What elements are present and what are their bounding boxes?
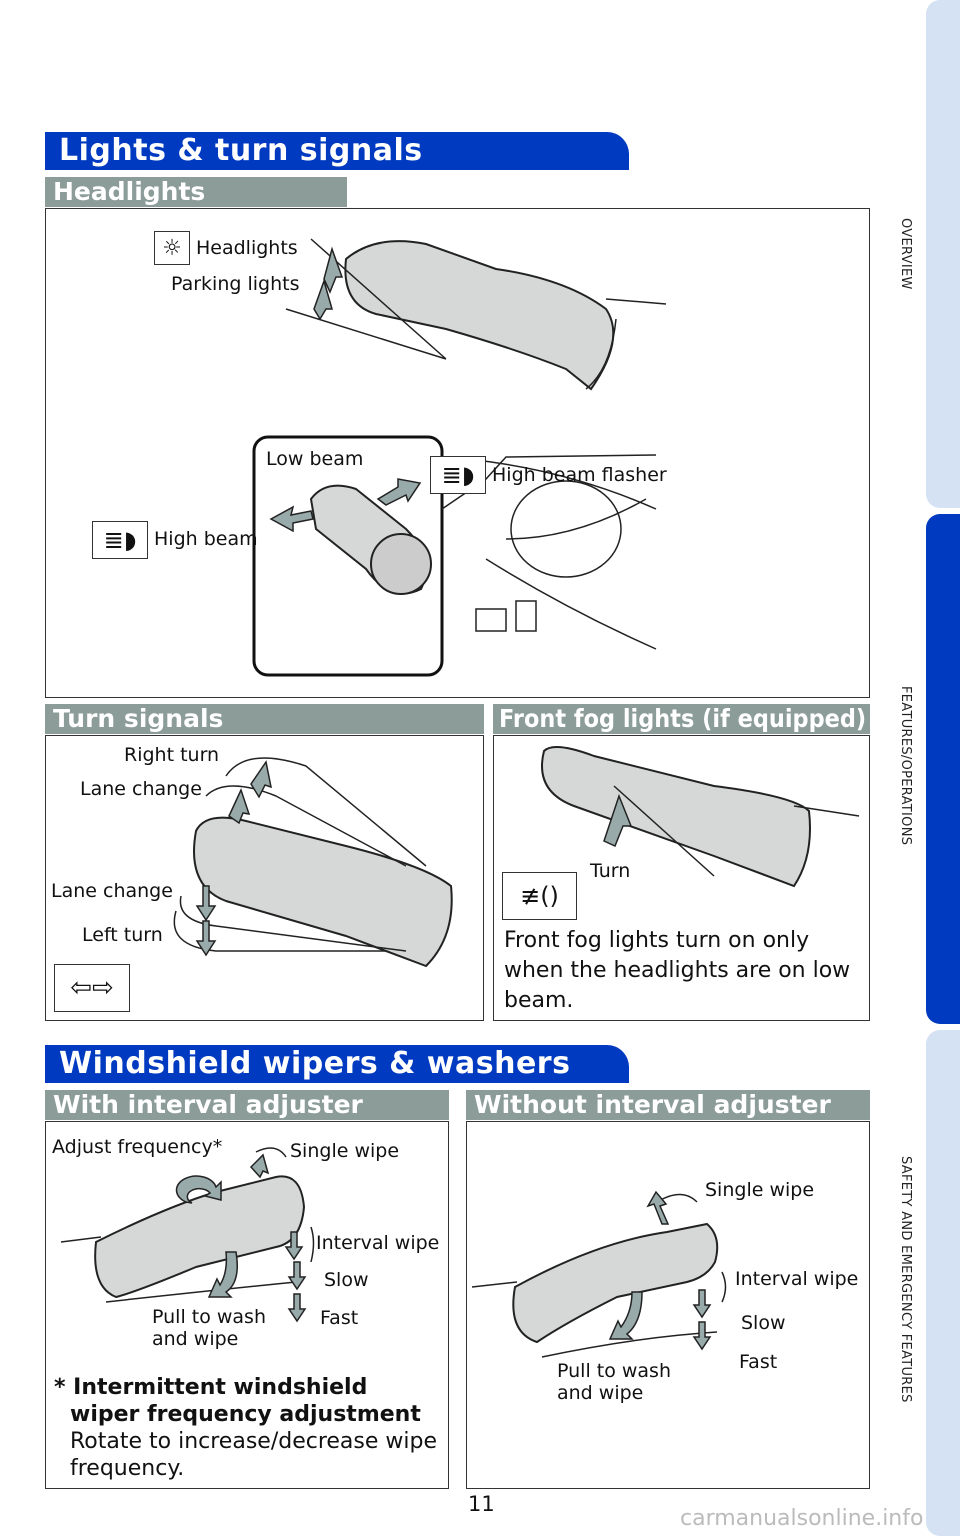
wiper-note-title: * Intermittent windshield wiper frequenc… (54, 1375, 421, 1427)
label-slow: Slow (324, 1269, 369, 1291)
label-high-beam: High beam (154, 528, 258, 550)
subsection-title-turn-signals: Turn signals (53, 704, 224, 733)
turn-signals-panel: Right turn Lane change Lane change Left … (45, 735, 484, 1021)
section-title-lights: Lights & turn signals (45, 132, 629, 170)
tab-features-operations[interactable] (926, 514, 960, 1024)
headlight-symbol-icon: ☼ (154, 231, 190, 265)
with-interval-panel: Adjust frequency* Single wipe Interval w… (45, 1121, 449, 1489)
wiper-lever-with-adjuster-illustration (60, 1147, 315, 1323)
tab-overview[interactable] (926, 0, 960, 508)
headlight-lever-illustration (252, 238, 667, 677)
label-single-wipe: Single wipe (705, 1179, 815, 1201)
watermark: carmanualsonline.info (680, 1506, 924, 1531)
subsection-title-headlights: Headlights (53, 177, 206, 206)
label-right-turn: Right turn (124, 744, 220, 766)
without-interval-panel: Single wipe Interval wipe Slow Fast Pull… (466, 1121, 870, 1489)
label-high-beam-flasher: High beam flasher (492, 464, 667, 486)
subsection-title-fog-lights: Front fog lights (if equipped) (499, 704, 867, 733)
label-pull-to-wash: Pull to wash and wipe (152, 1306, 266, 1350)
label-parking-lights: Parking lights (171, 273, 300, 295)
label-low-beam: Low beam (266, 448, 364, 470)
label-slow: Slow (741, 1312, 786, 1334)
high-beam-icon: ≣◗ (92, 521, 148, 559)
subsection-bar-headlights: Headlights (45, 177, 347, 207)
label-lane-change-down: Lane change (51, 880, 173, 902)
subsection-bar-fog-lights: Front fog lights (if equipped) (493, 704, 870, 734)
label-fast: Fast (739, 1351, 778, 1373)
headlights-panel: ☼ Headlights Parking lights Low beam ≣◗ … (45, 208, 870, 698)
wiper-lever-without-adjuster-illustration (471, 1190, 727, 1358)
label-interval-wipe: Interval wipe (735, 1268, 859, 1290)
label-fast: Fast (320, 1307, 359, 1329)
tab-label-safety: SAFETY AND EMERGENCY FEATURES (898, 1156, 913, 1403)
label-single-wipe: Single wipe (290, 1140, 400, 1162)
fog-lever-illustration (541, 746, 860, 888)
label-lane-change-up: Lane change (80, 778, 202, 800)
subsection-bar-without-interval: Without interval adjuster (466, 1090, 870, 1120)
label-headlights: Headlights (196, 237, 298, 259)
wiper-note-body: Rotate to increase/decrease wipe frequen… (70, 1429, 438, 1481)
tab-safety[interactable] (926, 1030, 960, 1536)
subsection-title-without-interval: Without interval adjuster (474, 1090, 831, 1119)
fog-light-icon: ≢() (502, 872, 577, 920)
label-left-turn: Left turn (82, 924, 163, 946)
subsection-bar-turn-signals: Turn signals (45, 704, 484, 734)
fog-lights-panel: Turn ≢() Front fog lights turn on only w… (493, 735, 870, 1021)
label-pull-to-wash: Pull to wash and wipe (557, 1360, 671, 1404)
turn-arrows-icon: ⇦⇨ (54, 964, 130, 1012)
label-turn: Turn (590, 860, 631, 882)
section-title-wipers: Windshield wipers & washers (45, 1045, 629, 1083)
subsection-title-with-interval: With interval adjuster (53, 1090, 363, 1119)
subsection-bar-with-interval: With interval adjuster (45, 1090, 449, 1120)
tab-label-features: FEATURES/OPERATIONS (898, 686, 913, 846)
fog-lights-note: Front fog lights turn on only when the h… (504, 928, 851, 1013)
turn-lever-illustration (173, 757, 453, 968)
label-adjust-frequency: Adjust frequency* (52, 1136, 223, 1158)
label-interval-wipe: Interval wipe (316, 1232, 440, 1254)
high-beam-flasher-icon: ≣◗ (430, 456, 486, 494)
tab-label-overview: OVERVIEW (898, 218, 913, 290)
page-number: 11 (468, 1492, 495, 1516)
